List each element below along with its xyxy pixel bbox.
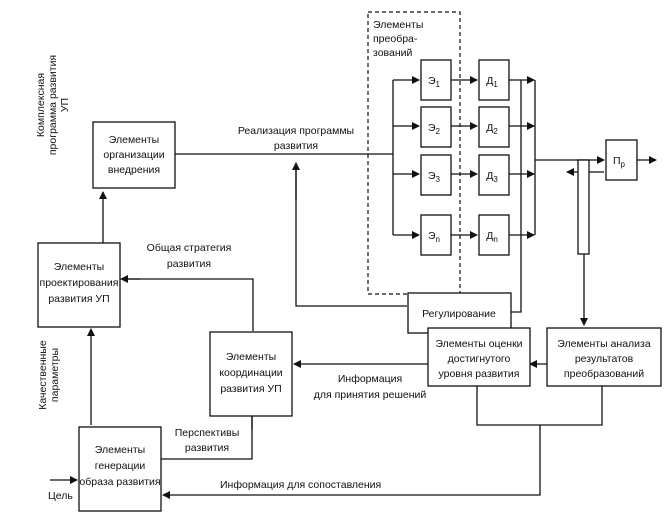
perspectives-label: Перспективы развития: [175, 427, 240, 454]
svg-text:Элементы: Элементы: [54, 261, 104, 273]
svg-text:развития: развития: [167, 258, 211, 270]
dn-block[interactable]: Дn: [478, 214, 510, 256]
svg-text:Дn: Дn: [486, 230, 498, 244]
en-block[interactable]: Эn: [420, 214, 452, 256]
svg-text:Качественные: Качественные: [37, 340, 49, 410]
analysis-box[interactable]: Элементы анализа результатов преобразова…: [546, 327, 662, 387]
svg-text:Комплексная: Комплексная: [35, 73, 47, 137]
svg-text:Д3: Д3: [486, 170, 498, 184]
svg-text:Информация: Информация: [338, 373, 402, 385]
svg-text:программа развития: программа развития: [47, 55, 59, 155]
design-box[interactable]: Элементы проектирования развития УП: [37, 242, 121, 328]
comparison-collector-line: [476, 386, 603, 426]
evaluation-box[interactable]: Элементы оценки достигнутого уровня разв…: [427, 327, 531, 387]
d1-block[interactable]: Д1: [478, 59, 510, 101]
d3-block[interactable]: Д3: [478, 154, 510, 196]
svg-text:Д1: Д1: [486, 75, 498, 89]
svg-text:преобра-: преобра-: [373, 33, 418, 45]
svg-text:развития: развития: [274, 140, 318, 152]
regulation-box[interactable]: Регулирование: [407, 292, 512, 334]
complex-program-label: Комплексная программа развития УП: [35, 55, 71, 155]
svg-text:развития: развития: [185, 442, 229, 454]
svg-text:зований: зований: [373, 47, 412, 59]
svg-text:образа развития: образа развития: [79, 476, 160, 488]
svg-text:Элементы: Элементы: [95, 444, 145, 456]
svg-text:УП: УП: [59, 98, 71, 112]
svg-text:генерации: генерации: [95, 460, 146, 472]
svg-text:Элементы оценки: Элементы оценки: [435, 338, 522, 350]
svg-text:Элементы: Элементы: [373, 19, 423, 31]
d2-block[interactable]: Д2: [478, 106, 510, 148]
generation-box[interactable]: Элементы генерации образа развития: [78, 426, 162, 512]
coordination-box[interactable]: Элементы координации развития УП: [209, 331, 293, 417]
quality-params-label: Качественные параметры: [37, 340, 61, 410]
svg-text:Реализация программы: Реализация программы: [238, 125, 354, 137]
svg-text:Регулирование: Регулирование: [422, 308, 496, 320]
svg-text:Элементы: Элементы: [226, 351, 276, 363]
svg-text:организации: организации: [103, 149, 164, 161]
svg-text:координации: координации: [219, 367, 282, 379]
svg-text:развития УП: развития УП: [48, 293, 109, 305]
e2-block[interactable]: Э2: [420, 106, 452, 148]
svg-text:Перспективы: Перспективы: [175, 427, 240, 439]
svg-text:параметры: параметры: [49, 348, 61, 402]
svg-text:Элементы анализа: Элементы анализа: [557, 338, 651, 350]
organization-box[interactable]: Элементы организации внедрения: [92, 121, 176, 189]
goal-label: Цель: [48, 490, 73, 502]
svg-text:внедрения: внедрения: [108, 164, 160, 176]
svg-text:развития УП: развития УП: [220, 383, 281, 395]
product-block[interactable]: Пр: [605, 139, 638, 181]
svg-text:для принятия решений: для принятия решений: [314, 389, 427, 401]
svg-text:проектирования: проектирования: [40, 277, 119, 289]
transform-group-label: Элементы преобра- зований: [373, 19, 423, 59]
e3-block[interactable]: Э3: [420, 154, 452, 196]
svg-text:достигнутого: достигнутого: [448, 353, 511, 365]
svg-text:Общая стратегия: Общая стратегия: [147, 242, 232, 254]
regulation-feedback-line: [511, 80, 522, 313]
svg-text:уровня развития: уровня развития: [439, 368, 520, 380]
svg-text:результатов: результатов: [575, 353, 634, 365]
strategy-line: [123, 278, 254, 331]
svg-text:Э1: Э1: [428, 75, 441, 89]
svg-text:Эn: Эn: [428, 230, 440, 244]
svg-text:Пр: Пр: [613, 155, 626, 169]
svg-text:Э2: Э2: [428, 122, 441, 136]
svg-text:Э3: Э3: [428, 170, 441, 184]
realization-label: Реализация программы развития: [238, 125, 354, 152]
comparison-info-label: Информация для сопоставления: [220, 479, 381, 491]
svg-text:Элементы: Элементы: [109, 134, 159, 146]
comparison-line: [200, 425, 541, 496]
svg-text:преобразований: преобразований: [564, 368, 644, 380]
e1-block[interactable]: Э1: [420, 59, 452, 101]
regulation-line: [295, 166, 407, 307]
strategy-label: Общая стратегия развития: [147, 242, 232, 270]
sampling-tube: [577, 159, 590, 255]
svg-text:Д2: Д2: [486, 122, 498, 136]
decision-info-label: Информация для принятия решений: [314, 373, 427, 401]
